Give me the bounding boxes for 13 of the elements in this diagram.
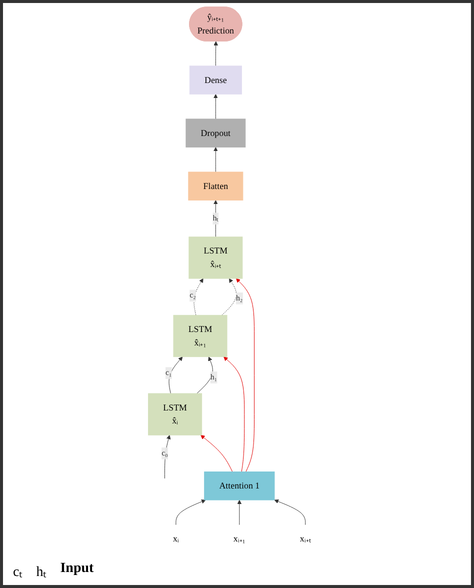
node-box: Dense [189, 66, 242, 94]
node-box: LSTM x̂ᵢ₊ₜ [188, 236, 243, 279]
node-box: LSTM x̂ᵢ [148, 393, 202, 436]
label-text: hₜ [36, 564, 46, 581]
node-text: xᵢ₊₁ [233, 534, 246, 544]
node-box: LSTM x̂ᵢ₊₁ [173, 314, 228, 358]
node-box: Attention 1 [204, 472, 275, 500]
label-text: cₜ [13, 564, 22, 581]
node-text: xᵢ₊ₜ [300, 534, 311, 544]
node-text: xᵢ [172, 534, 179, 544]
node-box: Dropout [186, 118, 246, 148]
node-box: Flatten [188, 172, 244, 200]
label-text: Input [60, 561, 94, 578]
